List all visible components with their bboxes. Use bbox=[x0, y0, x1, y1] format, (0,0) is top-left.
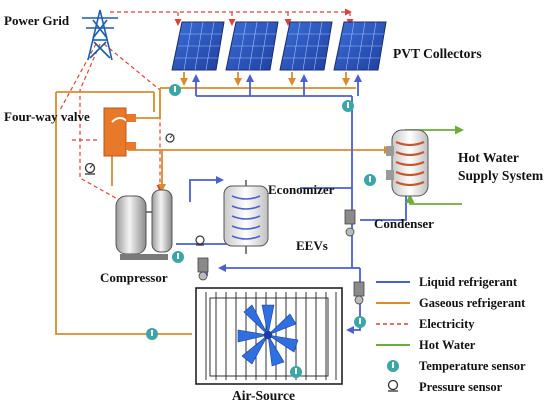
four-way-valve[interactable] bbox=[103, 107, 136, 157]
fan-icon bbox=[237, 304, 299, 367]
pressure-sensor-icon bbox=[195, 235, 205, 246]
pvt-panel bbox=[171, 21, 225, 71]
power-grid-tower-icon bbox=[82, 9, 118, 61]
eev-valve[interactable] bbox=[197, 257, 209, 281]
economizer-label: Economizer bbox=[268, 182, 335, 197]
pvt-panel bbox=[225, 21, 279, 71]
air-source-unit bbox=[195, 287, 343, 385]
legend-label: Temperature sensor bbox=[419, 359, 526, 373]
temperature-sensor-icon bbox=[146, 328, 158, 340]
legend: Liquid refrigerant Gaseous refrigerant E… bbox=[376, 275, 526, 394]
temperature-sensor-icon bbox=[342, 100, 354, 112]
power-grid-label: Power Grid bbox=[4, 13, 70, 28]
hot-water-supply-label-line1: Hot Water bbox=[458, 150, 519, 165]
eev-valve[interactable] bbox=[344, 209, 356, 237]
temperature-sensor-icon bbox=[387, 360, 399, 372]
pvt-liquid-header bbox=[192, 74, 362, 97]
compressor-label: Compressor bbox=[100, 270, 168, 285]
temperature-sensor-icon bbox=[172, 251, 184, 263]
legend-item-electricity: Electricity bbox=[376, 317, 475, 331]
legend-item-gas: Gaseous refrigerant bbox=[376, 296, 526, 310]
legend-label: Pressure sensor bbox=[419, 380, 503, 394]
pvt-collectors-label: PVT Collectors bbox=[393, 46, 482, 61]
condenser-label: Condenser bbox=[374, 216, 434, 231]
hot-water-supply-label-line2: Supply System bbox=[458, 168, 544, 183]
legend-label: Electricity bbox=[419, 317, 475, 331]
condenser bbox=[386, 129, 429, 197]
temperature-sensor-icon bbox=[169, 84, 181, 96]
pressure-sensor-icon bbox=[84, 162, 96, 175]
air-source-label: Air-Source bbox=[232, 388, 295, 403]
legend-item-pressure-sensor: Pressure sensor bbox=[387, 379, 503, 394]
pvt-panel bbox=[333, 21, 387, 71]
compressor bbox=[115, 189, 173, 260]
temperature-sensor-icon bbox=[364, 174, 376, 186]
pvt-panel bbox=[279, 21, 333, 71]
legend-label: Gaseous refrigerant bbox=[419, 296, 526, 310]
eev-valve[interactable] bbox=[353, 281, 365, 305]
pvt-collectors bbox=[171, 21, 387, 71]
four-way-valve-label: Four-way valve bbox=[4, 109, 90, 124]
economizer bbox=[223, 180, 269, 254]
legend-item-liquid: Liquid refrigerant bbox=[376, 275, 518, 289]
legend-item-temperature-sensor: Temperature sensor bbox=[387, 359, 526, 373]
temperature-sensor-icon bbox=[354, 316, 366, 328]
legend-label: Liquid refrigerant bbox=[419, 275, 518, 289]
eevs-label: EEVs bbox=[296, 238, 328, 253]
temperature-sensor-icon bbox=[290, 366, 302, 378]
legend-item-hot-water: Hot Water bbox=[376, 338, 476, 352]
pvt-gas-header bbox=[160, 72, 356, 89]
temperature-sensors bbox=[146, 84, 376, 378]
pressure-sensor-icon bbox=[165, 133, 175, 143]
pressure-sensor-icon bbox=[387, 379, 399, 392]
legend-label: Hot Water bbox=[419, 338, 476, 352]
